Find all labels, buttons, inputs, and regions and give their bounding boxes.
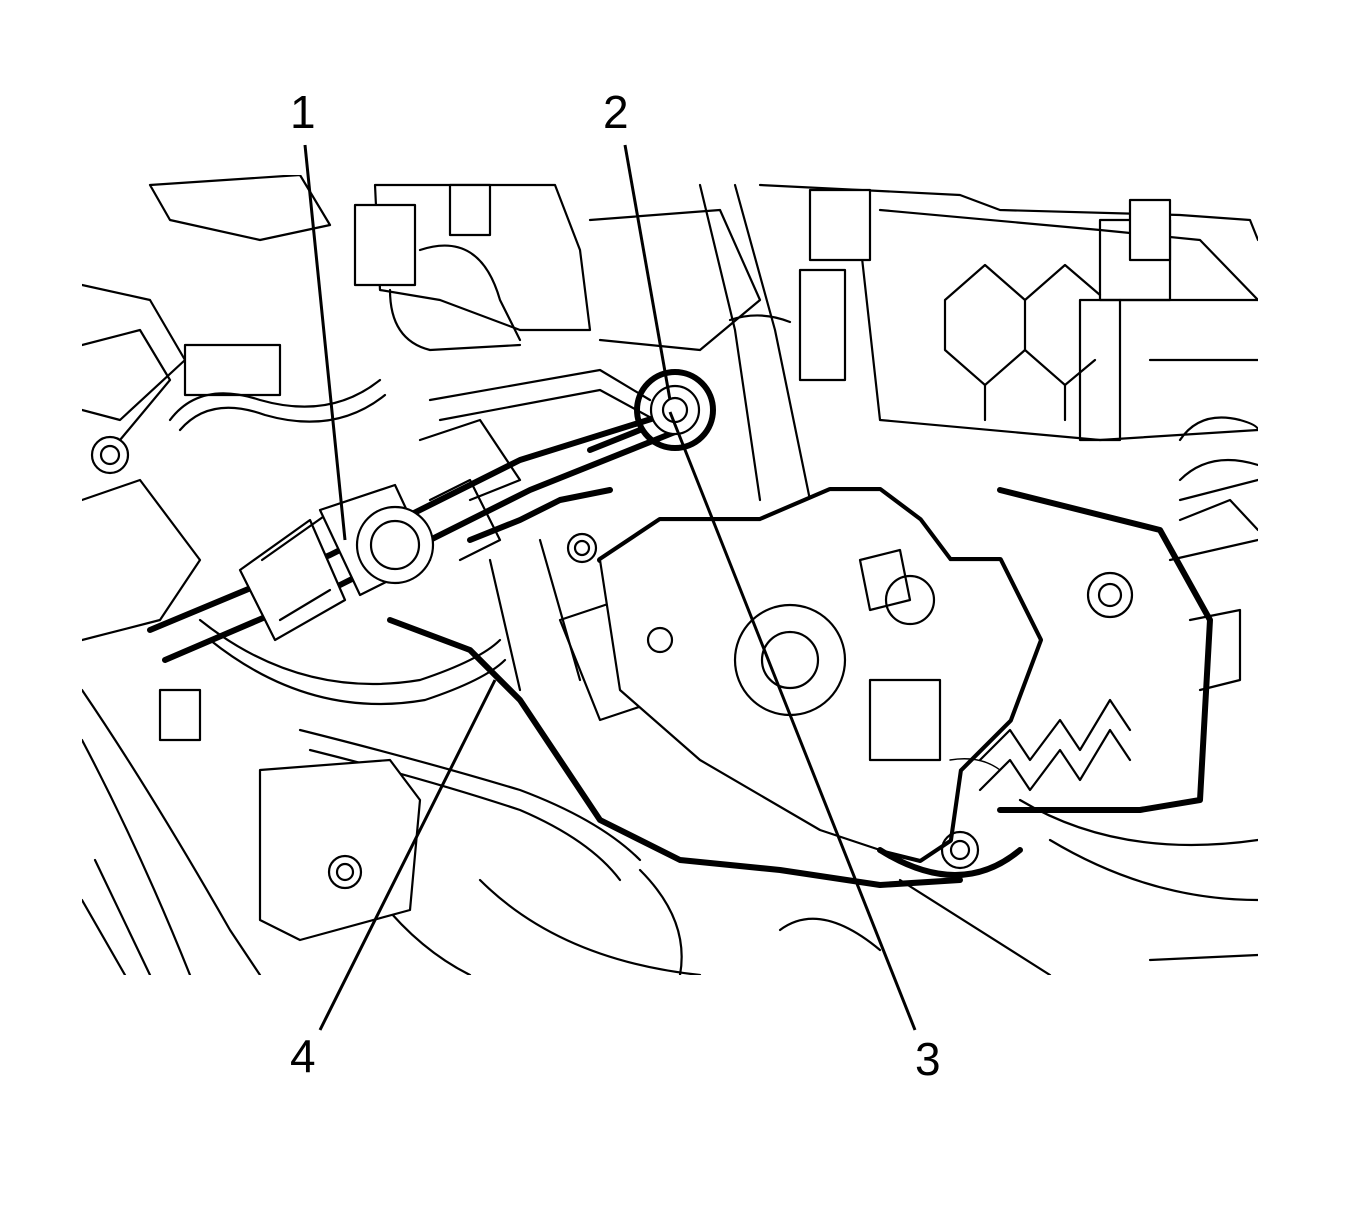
callout-4: 4 [290,1030,316,1082]
steering-shaft [698,183,812,502]
honeycomb-bracket [943,218,1172,442]
shift-cable [147,407,683,663]
leader-line-3 [668,411,917,1031]
callout-1: 1 [290,86,316,138]
leader-line-2 [623,144,672,401]
lower-bracket [90,435,422,942]
callout-2: 2 [603,86,629,138]
shifter-plate [566,487,1043,878]
leader-line-4 [318,679,497,1031]
leader-lines [303,144,917,1031]
detent-teeth [978,487,1258,813]
leader-line-1 [303,144,347,541]
upper-connectors [183,183,1172,397]
cable-end-ball-stud [587,369,716,453]
cable-bracket [387,368,963,888]
background-structure [82,175,1258,975]
callout-3: 3 [915,1033,941,1085]
